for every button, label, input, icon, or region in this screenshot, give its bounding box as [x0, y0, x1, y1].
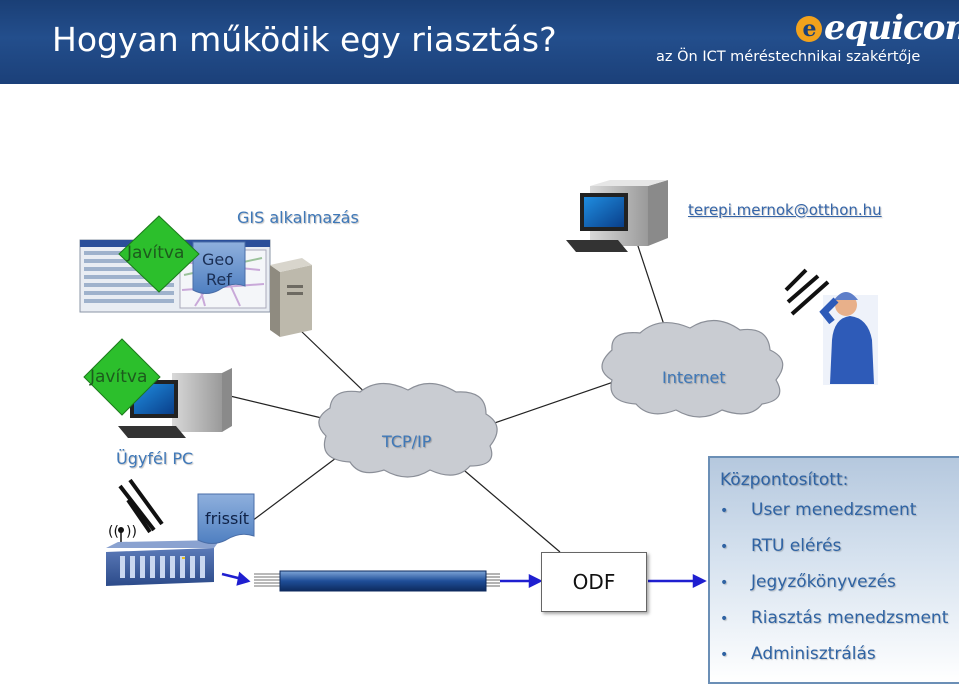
email-link[interactable]: terepi.mernok@otthon.hu — [688, 201, 882, 219]
bullet-icon: • — [720, 611, 729, 627]
panel-heading: Központosított: — [720, 470, 849, 490]
georef-document-icon — [192, 241, 246, 294]
antenna-icon: (( )) — [108, 524, 137, 542]
fiber-cable-icon — [254, 570, 500, 592]
client-pc-label: Ügyfél PC — [116, 449, 194, 468]
internet-cloud-icon — [601, 319, 784, 418]
list-item-label: Jegyzőkönyvezés — [751, 572, 896, 592]
javitva-label-mid: Javítva — [90, 367, 148, 387]
list-item-label: Riasztás menedzsment — [751, 608, 949, 628]
javitva-diamond-mid — [83, 338, 161, 416]
list-item: • User menedzsment — [720, 500, 959, 536]
bullet-icon: • — [720, 539, 729, 555]
server-icon — [270, 258, 312, 337]
tcpip-label: TCP/IP — [382, 432, 432, 451]
bullet-icon: • — [720, 575, 729, 591]
list-item: • Adminisztrálás — [720, 644, 959, 680]
georef-label-line1: Geo — [202, 250, 235, 269]
logo-mark-icon: e — [796, 16, 822, 42]
list-item: • RTU elérés — [720, 536, 959, 572]
rtu-device-icon — [106, 540, 220, 586]
header-bar: Hogyan működik egy riasztás? eequicom az… — [0, 0, 959, 84]
flow-arrows — [221, 571, 707, 589]
signal-waves-icon — [784, 268, 830, 316]
page-title: Hogyan működik egy riasztás? — [52, 20, 557, 59]
georef-label-line2: Ref — [206, 270, 232, 289]
gis-app-label: GIS alkalmazás — [237, 208, 359, 227]
tcpip-cloud-icon — [318, 382, 498, 478]
list-item-label: Adminisztrálás — [751, 644, 876, 664]
javitva-diamond-top — [118, 215, 200, 293]
panel-list: • User menedzsment • RTU elérés • Jegyzőkön… — [720, 500, 959, 680]
list-item: • Riasztás menedzsment — [720, 608, 959, 644]
bullet-icon: • — [720, 503, 729, 519]
list-item: • Jegyzőkönyvezés — [720, 572, 959, 608]
frissit-label: frissít — [205, 509, 250, 528]
equicom-logo: eequicom — [796, 8, 959, 48]
svg-text:((: (( — [108, 524, 119, 540]
internet-label: Internet — [662, 368, 726, 387]
bullet-icon: • — [720, 647, 729, 663]
central-management-panel: Központosított: • User menedzsment • RTU e… — [708, 456, 959, 684]
list-item-label: User menedzsment — [751, 500, 917, 520]
technician-icon — [819, 292, 878, 385]
svg-text:)): )) — [126, 524, 137, 540]
list-item-label: RTU elérés — [751, 536, 842, 556]
computer-icon — [566, 180, 668, 252]
frissit-document-icon — [197, 493, 255, 544]
logo-text: equicom — [824, 8, 959, 48]
tagline: az Ön ICT méréstechnikai szakértője — [656, 49, 921, 65]
signal-waves-icon — [118, 478, 164, 534]
javitva-label-top: Javítva — [127, 243, 185, 263]
odf-box: ODF — [541, 552, 647, 612]
